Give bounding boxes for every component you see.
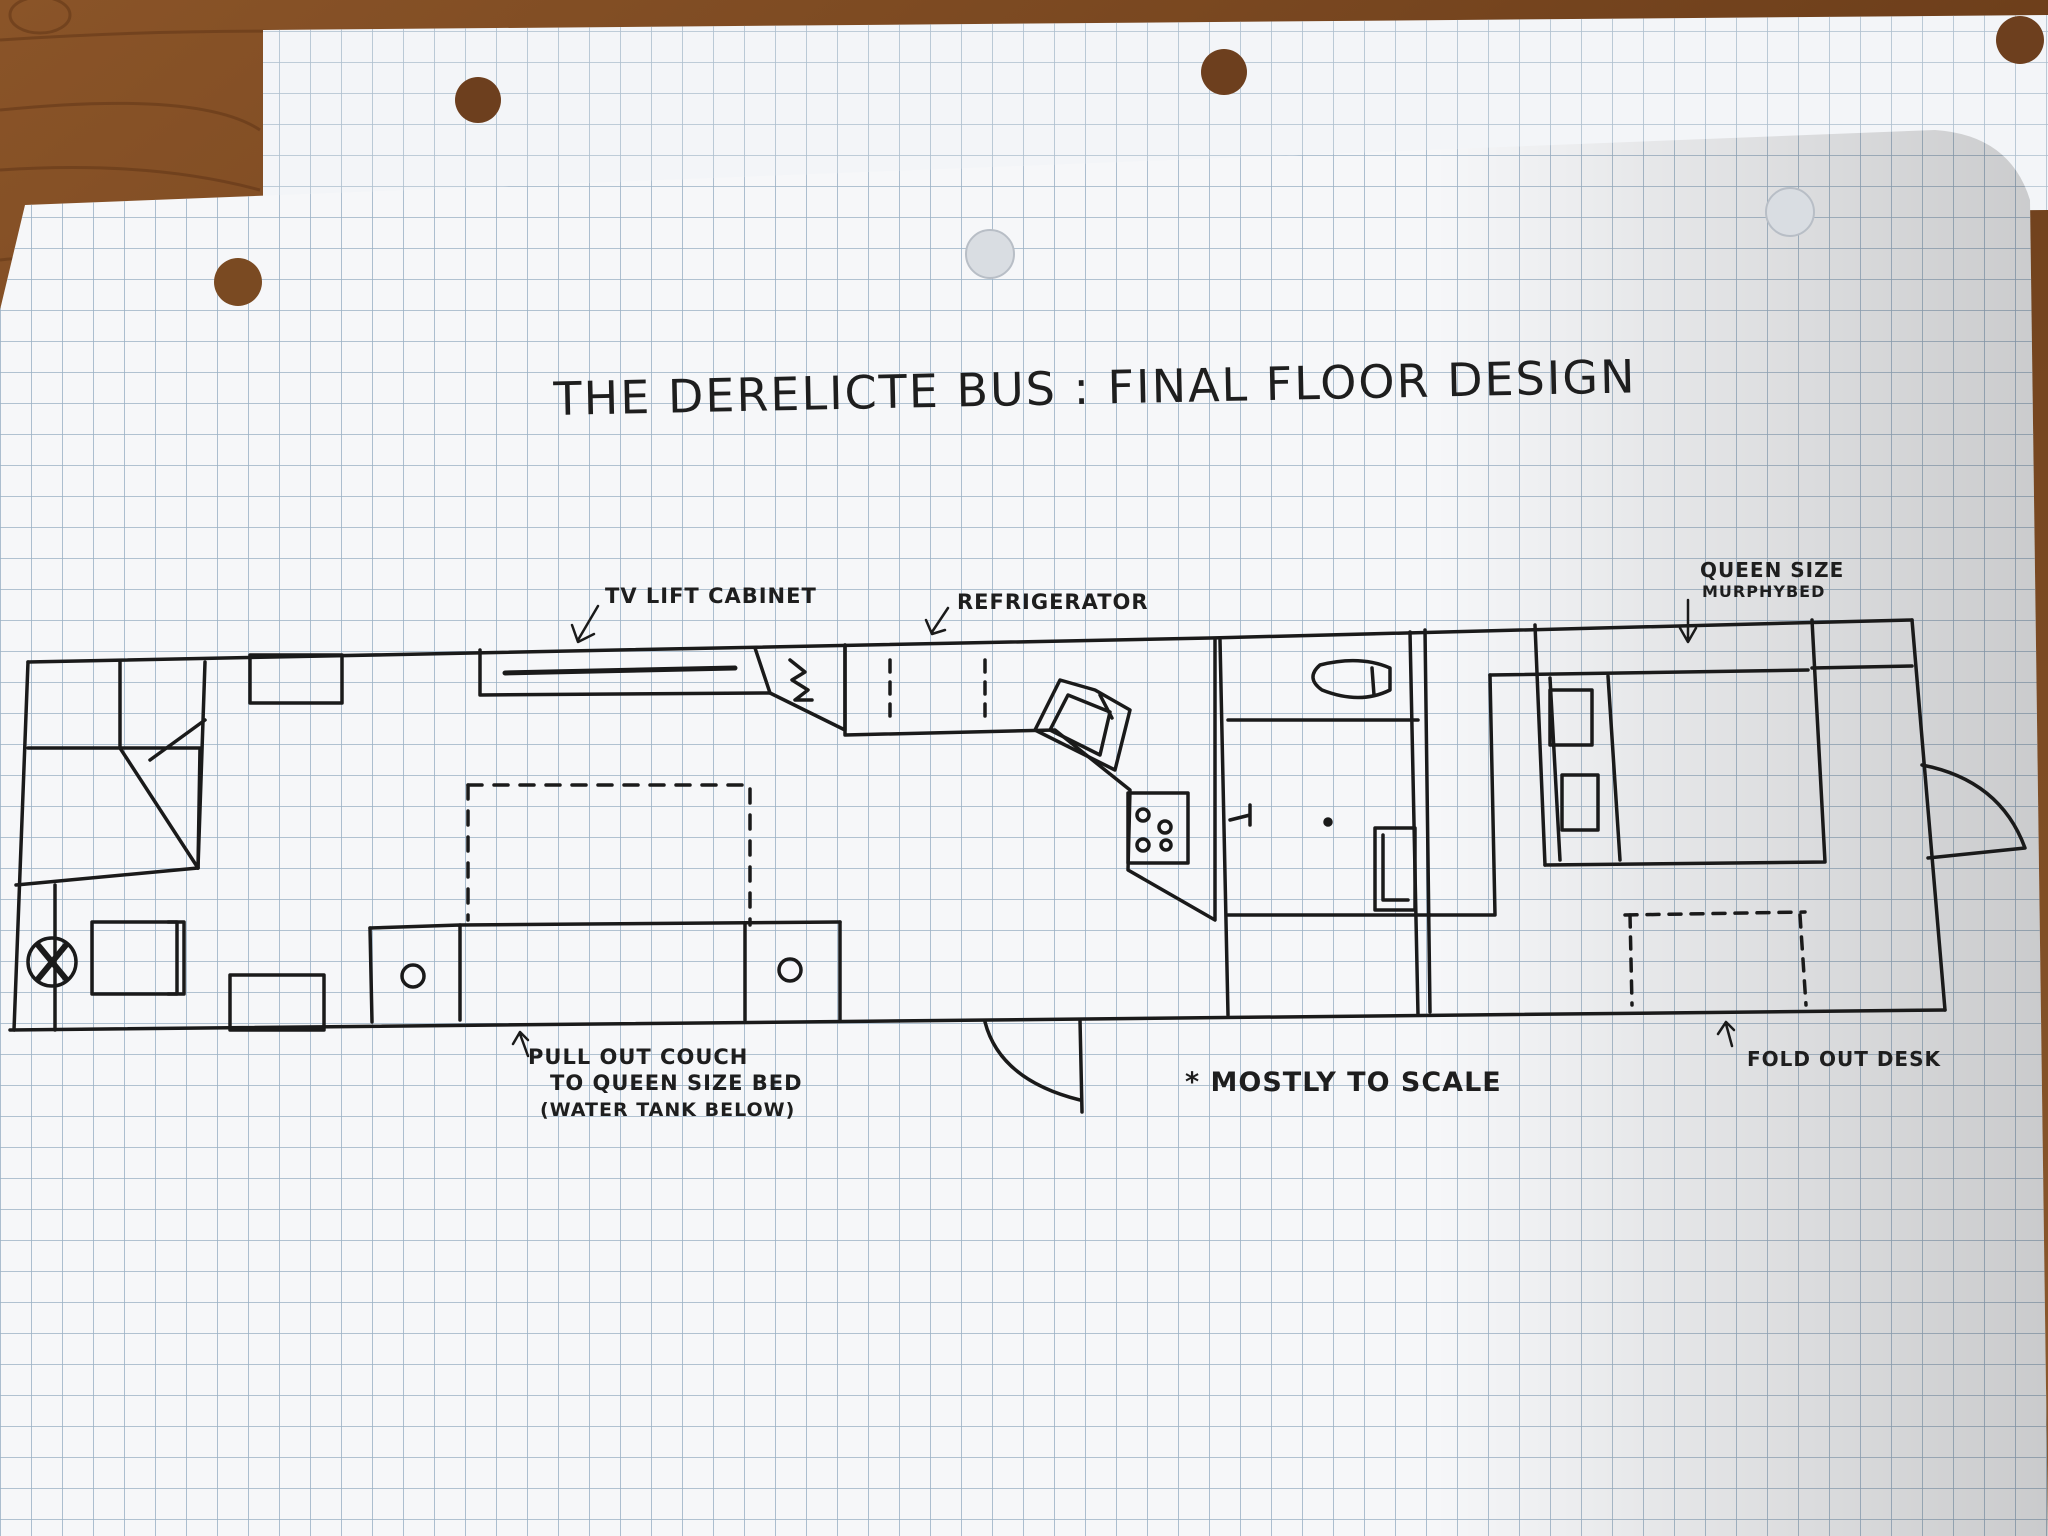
nightstand-1	[1548, 688, 1594, 747]
sink-icon	[1033, 678, 1132, 772]
bus-left-wall	[12, 660, 30, 1032]
murphy-bed-label: MURPHYBED	[1702, 582, 1826, 601]
drain-icon	[1323, 817, 1333, 827]
couch-label-line2: TO QUEEN SIZE BED	[550, 1071, 803, 1095]
main-sheet	[0, 130, 2048, 1536]
shower-icon	[1373, 826, 1417, 912]
tv-lift-cabinet-label: TV LIFT CABINET	[605, 584, 817, 608]
punch-hole-center	[965, 229, 1015, 279]
driver-seat	[90, 920, 179, 996]
dinette-couch	[368, 783, 842, 1024]
fold-out-desk	[1623, 910, 1807, 917]
entry-door	[983, 1018, 1084, 1114]
table-2-icon	[777, 957, 803, 983]
couch-label-line1: PULL OUT COUCH	[528, 1045, 749, 1069]
kitchen	[843, 638, 1217, 922]
refrigerator-label: REFRIGERATOR	[957, 590, 1149, 614]
punch-hole-right	[1765, 187, 1815, 237]
steering-wheel-icon	[26, 936, 78, 988]
fold-out-desk-label: FOLD OUT DESK	[1747, 1047, 1941, 1071]
table-1-icon	[400, 963, 426, 989]
bathroom	[1218, 630, 1432, 1017]
back-punch-hole-1	[455, 77, 501, 123]
step-box	[228, 973, 326, 1032]
floor-plan	[8, 598, 2027, 1114]
couch-label-line3: (WATER TANK BELOW)	[540, 1099, 796, 1121]
nightstand-2	[1560, 773, 1600, 832]
stove-icon	[1126, 791, 1190, 865]
queen-bed-label: QUEEN SIZE	[1700, 558, 1845, 582]
bedroom	[1423, 618, 1914, 1014]
back-punch-hole-2	[1201, 49, 1247, 95]
rear-door	[1920, 763, 2027, 860]
back-punch-hole-3	[1996, 16, 2044, 64]
bus-bottom-wall	[8, 1008, 1947, 1032]
front-cabinet	[248, 653, 344, 705]
toilet-icon	[1311, 658, 1392, 700]
bus-top-wall	[26, 618, 1914, 664]
annotation-arrows	[511, 598, 1736, 1058]
fireplace-icon	[788, 658, 814, 702]
bus-right-wall	[1910, 618, 1947, 1012]
tv-lift-cabinet	[478, 643, 847, 732]
punch-hole-left	[214, 258, 262, 306]
driver-cab	[14, 660, 207, 1032]
scale-note: * MOSTLY TO SCALE	[1185, 1067, 1502, 1098]
